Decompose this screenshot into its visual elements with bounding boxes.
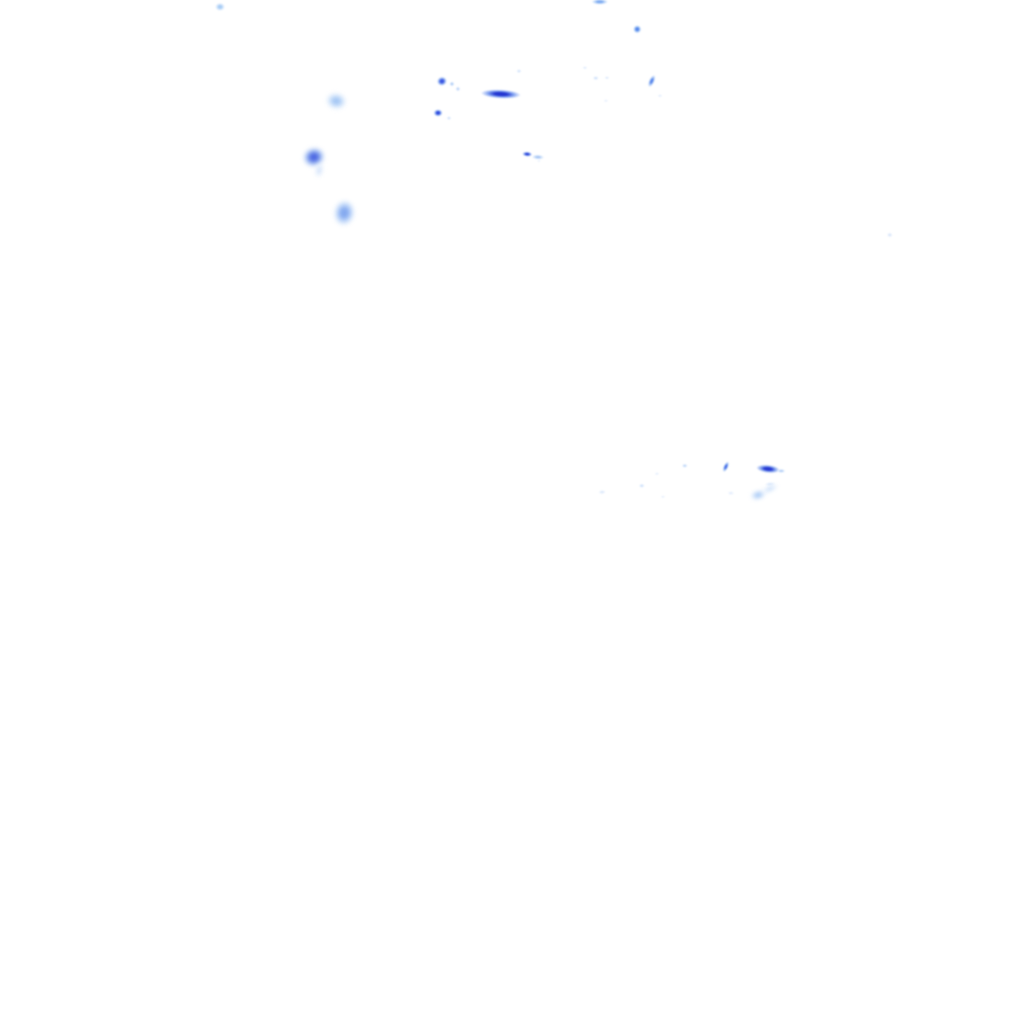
heatmap-blob [659,494,667,500]
heatmap-blob [763,481,777,487]
heatmap-blob [321,88,351,114]
heatmap-blob [536,158,542,164]
heatmap-blob [476,87,526,101]
heatmap-blob [656,93,664,99]
heatmap-blob [445,115,453,121]
heatmap-blob [297,141,331,173]
heatmap-blob [448,80,456,88]
heatmap-blob [681,463,689,469]
heatmap-blob [602,98,610,104]
heatmap-blob [589,0,611,6]
heatmap-blob [747,487,769,503]
heatmap-blob [638,483,646,489]
heatmap-blob [312,159,326,181]
heatmap-blob [581,65,589,71]
heatmap-blob [454,85,462,93]
heatmap-blob [520,150,534,158]
heatmap-blob [645,72,659,90]
heatmap-blob [653,471,661,477]
heatmap-blob [592,75,600,81]
heatmap-blob [329,195,359,231]
heatmap-blob [776,468,786,474]
heatmap-blob [753,462,783,476]
heatmap-blob [720,459,732,475]
heatmap-blob [434,74,450,88]
heatmap-blob [886,231,894,239]
heatmap-blob [758,480,782,498]
heatmap-blob [726,490,736,496]
heatmap-blob [214,1,226,13]
heatmap-blob [432,108,444,118]
heatmap-blob [603,75,611,81]
heatmap-blob [515,68,523,74]
heatmap-blob [597,489,607,495]
heatmap-blob [530,153,546,161]
heatmap-blob [632,24,642,34]
